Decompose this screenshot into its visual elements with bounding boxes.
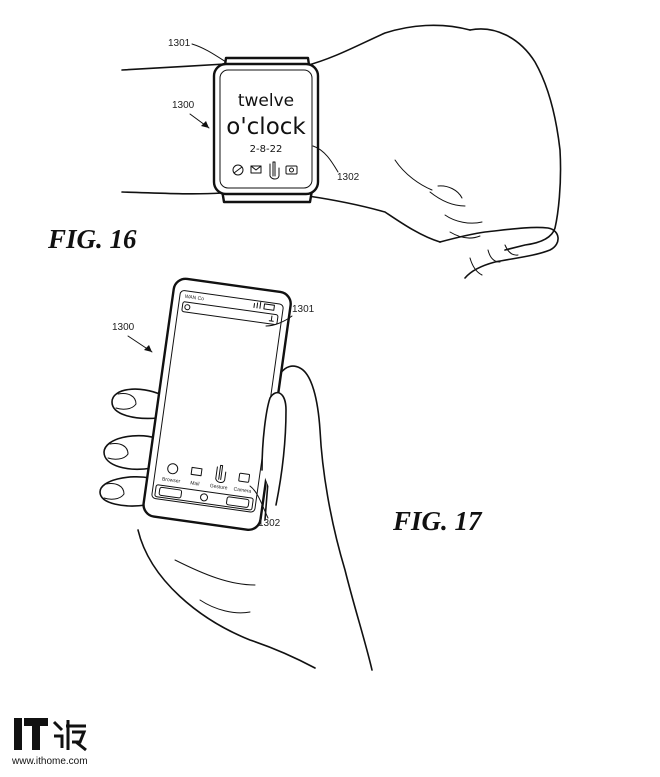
app-browser[interactable]: Browser (162, 463, 183, 485)
ref-1301: 1301 (168, 38, 191, 49)
fingernail-middle (107, 443, 129, 460)
fig16-drawing: twelve o'clock 2-8-22 1301 1300 1302 FIG… (47, 24, 562, 279)
ref-1300: 1300 (172, 100, 195, 111)
fingernail-index (115, 393, 137, 410)
carrier-name: WAN Co (184, 294, 204, 303)
battery-icon (263, 303, 275, 311)
ithome-url: www.ithome.com (11, 756, 88, 767)
app-mail[interactable]: Mail (189, 466, 203, 488)
camera-icon (238, 472, 251, 483)
dock-home-button[interactable] (200, 493, 209, 502)
app-label-gesture: Gesture (209, 483, 228, 491)
browser-icon[interactable] (232, 164, 244, 176)
dock-bar (154, 484, 254, 511)
search-icon (184, 304, 191, 311)
ref-1301-b: 1301 (292, 304, 315, 315)
finger-fold-lines (469, 244, 519, 276)
forearm-top-outline (121, 63, 226, 71)
fig17-drawing: WAN Co Browser Mail Gesture Camera (99, 277, 483, 671)
watch-time-line2: o'clock (226, 114, 306, 140)
thumb-outline (439, 226, 559, 279)
leader-1301 (191, 43, 227, 63)
leader-1302-b (249, 485, 269, 519)
gesture-icon (215, 464, 227, 483)
mic-icon (268, 315, 274, 322)
browser-icon (167, 463, 179, 475)
fist-outline (469, 28, 562, 251)
app-gesture[interactable]: Gesture (209, 464, 230, 492)
forearm-top-right (304, 24, 471, 67)
finger-index (111, 388, 163, 420)
fingernail-ring (103, 483, 125, 500)
mail-icon[interactable] (250, 165, 262, 174)
wrist-bottom (307, 195, 441, 243)
watch-body (212, 62, 320, 196)
finger-ring (99, 476, 151, 507)
watch-display (219, 69, 313, 189)
thumb-on-phone (261, 391, 287, 506)
arrowhead-1300 (201, 121, 209, 128)
palm-crease (174, 559, 256, 614)
app-label-mail: Mail (190, 480, 200, 487)
fig17-label: FIG. 17 (392, 506, 483, 536)
gesture-icon[interactable] (269, 161, 280, 180)
ref-1302: 1302 (337, 172, 360, 183)
app-camera[interactable]: Camera (233, 472, 254, 495)
mail-icon (190, 466, 203, 477)
app-label-browser: Browser (162, 476, 181, 485)
wrist-crease (394, 159, 433, 191)
watch-date: 2-8-22 (250, 144, 283, 155)
camera-icon[interactable] (285, 165, 298, 175)
ithome-logo-icon: www.ithome.com (11, 718, 88, 767)
forearm-bottom-outline (121, 191, 223, 195)
palm-left-outline (137, 529, 316, 669)
ref-1300-b: 1300 (112, 322, 135, 333)
ref-1302-b: 1302 (258, 518, 281, 529)
leader-1301-b (265, 315, 293, 327)
knuckle-lines (429, 185, 483, 239)
signal-icon (253, 301, 262, 309)
app-label-camera: Camera (233, 486, 252, 494)
fig16-label: FIG. 16 (47, 224, 137, 254)
dock-contacts-button[interactable] (226, 496, 250, 508)
dock-phone-button[interactable] (158, 486, 183, 499)
finger-middle (103, 434, 157, 470)
search-bar[interactable] (181, 301, 279, 326)
ithome-watermark: www.ithome.com (10, 712, 110, 772)
watch-time-line1: twelve (238, 91, 294, 111)
arrowhead-1300-b (144, 345, 152, 352)
leader-1302 (312, 145, 339, 173)
